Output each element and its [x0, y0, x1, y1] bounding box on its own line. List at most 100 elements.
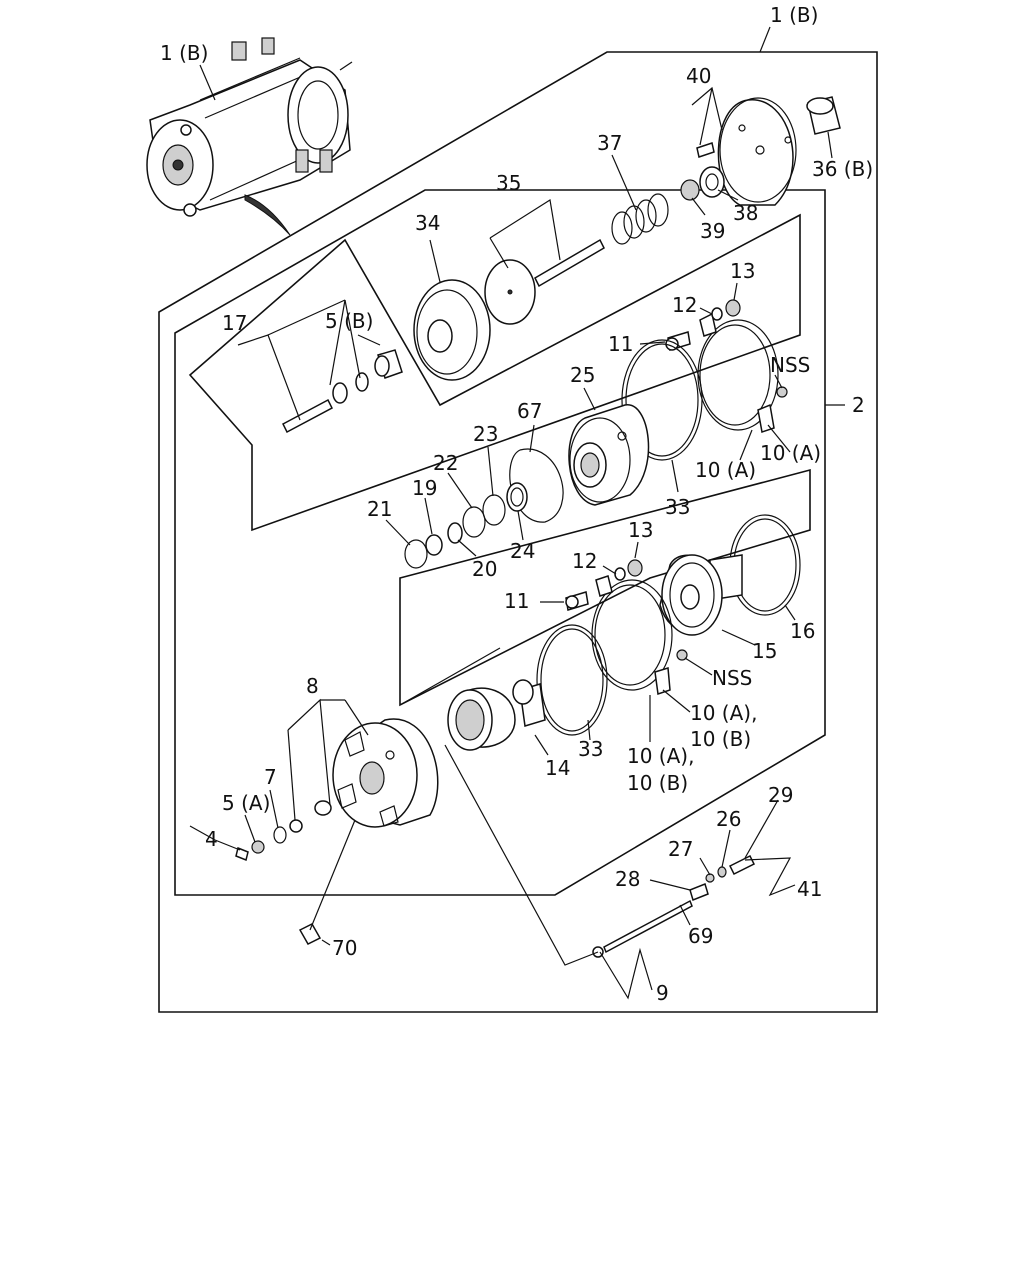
piston-15 — [659, 554, 743, 636]
washer-12-upper — [711, 307, 723, 321]
label-37: 37 — [597, 131, 622, 155]
label-35: 35 — [496, 171, 521, 195]
label-10ab-right-1: 10 (A), — [690, 701, 757, 725]
motor-assembly-1b — [146, 37, 353, 236]
label-10a-left: 10 (A) — [695, 458, 756, 482]
stud-4 — [235, 846, 249, 862]
nut-13-upper — [725, 299, 741, 317]
label-7: 7 — [264, 765, 277, 789]
label-5a: 5 (A) — [222, 791, 270, 815]
o-ring-21 — [404, 539, 428, 569]
label-36b: 36 (B) — [812, 157, 873, 181]
label-29: 29 — [768, 783, 793, 807]
rod-69 — [603, 899, 693, 954]
nss-lower — [676, 649, 688, 661]
label-10ab-left-2: 10 (B) — [627, 771, 688, 795]
label-19: 19 — [412, 476, 437, 500]
nut-5a — [251, 840, 265, 854]
label-16: 16 — [790, 619, 815, 643]
label-38: 38 — [733, 201, 758, 225]
clamp-band-10a-upper — [697, 312, 779, 433]
clamp-band-10ab-lower — [591, 575, 673, 695]
label-23: 23 — [473, 422, 498, 446]
washer-38 — [699, 166, 725, 198]
nut-27 — [705, 873, 715, 883]
label-12-upper: 12 — [672, 293, 697, 317]
seal-24 — [506, 482, 528, 512]
label-13-upper: 13 — [730, 259, 755, 283]
diaphragm-housing-34 — [413, 279, 491, 381]
label-1b-top: 1 (B) — [770, 3, 818, 27]
washer-20 — [447, 522, 463, 544]
label-33-upper: 33 — [665, 495, 690, 519]
label-17: 17 — [222, 311, 247, 335]
label-40: 40 — [686, 64, 711, 88]
label-69: 69 — [688, 924, 713, 948]
label-33-lower: 33 — [578, 737, 603, 761]
bushing-36b — [806, 96, 841, 135]
nut-39 — [680, 179, 700, 201]
o-ring-7 — [273, 826, 287, 844]
bolt-29 — [728, 854, 756, 876]
o-ring-16-inner — [733, 518, 797, 612]
leader-lines — [189, 26, 845, 1000]
label-nss-upper: NSS — [770, 353, 810, 377]
seal-24-inner — [510, 487, 524, 507]
piston-14 — [447, 679, 546, 751]
bushing-8 — [314, 800, 332, 816]
label-67: 67 — [517, 399, 542, 423]
label-34: 34 — [415, 211, 440, 235]
o-ring-23 — [482, 494, 506, 526]
label-28: 28 — [615, 867, 640, 891]
label-10ab-right-2: 10 (B) — [690, 727, 751, 751]
label-5b: 5 (B) — [325, 309, 373, 333]
washer-38-inner — [705, 173, 719, 191]
subassembly-frame-mid — [399, 468, 811, 707]
nut-washer-5b — [332, 349, 403, 404]
label-41: 41 — [797, 877, 822, 901]
diaphragm-center — [507, 289, 513, 295]
front-housing-8 — [332, 718, 439, 828]
label-21: 21 — [367, 497, 392, 521]
housing-25 — [568, 404, 650, 506]
label-70: 70 — [332, 936, 357, 960]
push-rod-35 — [534, 238, 605, 288]
rear-cover-40 — [696, 97, 797, 206]
o-ring-33-upper — [621, 339, 703, 461]
o-ring-33-lower-inner — [540, 628, 604, 732]
snap-ring-67 — [509, 448, 564, 523]
stud-17 — [282, 398, 333, 434]
callout-labels: 1 (B) 1 (B) 40 37 35 34 36 (B) 38 39 13 … — [160, 3, 873, 1005]
spring-37 — [611, 193, 669, 245]
label-26: 26 — [716, 807, 741, 831]
label-25: 25 — [570, 363, 595, 387]
o-ring-22 — [462, 506, 486, 538]
outer-assembly-frame — [158, 51, 878, 1013]
label-24: 24 — [510, 539, 535, 563]
label-13-lower: 13 — [628, 518, 653, 542]
label-14: 14 — [545, 756, 570, 780]
label-9: 9 — [656, 981, 669, 1005]
washer-12-lower — [614, 567, 626, 581]
nut-26 — [717, 866, 727, 878]
label-15: 15 — [752, 639, 777, 663]
bolt-11-lower — [565, 591, 589, 611]
label-8: 8 — [306, 674, 319, 698]
label-12-lower: 12 — [572, 549, 597, 573]
label-39: 39 — [700, 219, 725, 243]
label-10ab-left-1: 10 (A), — [627, 744, 694, 768]
o-ring-33-lower — [536, 624, 608, 736]
nut-13-lower — [627, 559, 643, 577]
inner-assembly-frame-2 — [174, 189, 826, 896]
label-1b-left: 1 (B) — [160, 41, 208, 65]
label-22: 22 — [433, 451, 458, 475]
washer-8 — [289, 819, 303, 833]
label-20: 20 — [472, 557, 497, 581]
o-ring-33-upper-inner — [625, 343, 699, 457]
label-27: 27 — [668, 837, 693, 861]
label-10a-right: 10 (A) — [760, 441, 821, 465]
subassembly-frame-17 — [188, 213, 801, 532]
plug-70 — [298, 923, 322, 945]
label-11-lower: 11 — [504, 589, 529, 613]
